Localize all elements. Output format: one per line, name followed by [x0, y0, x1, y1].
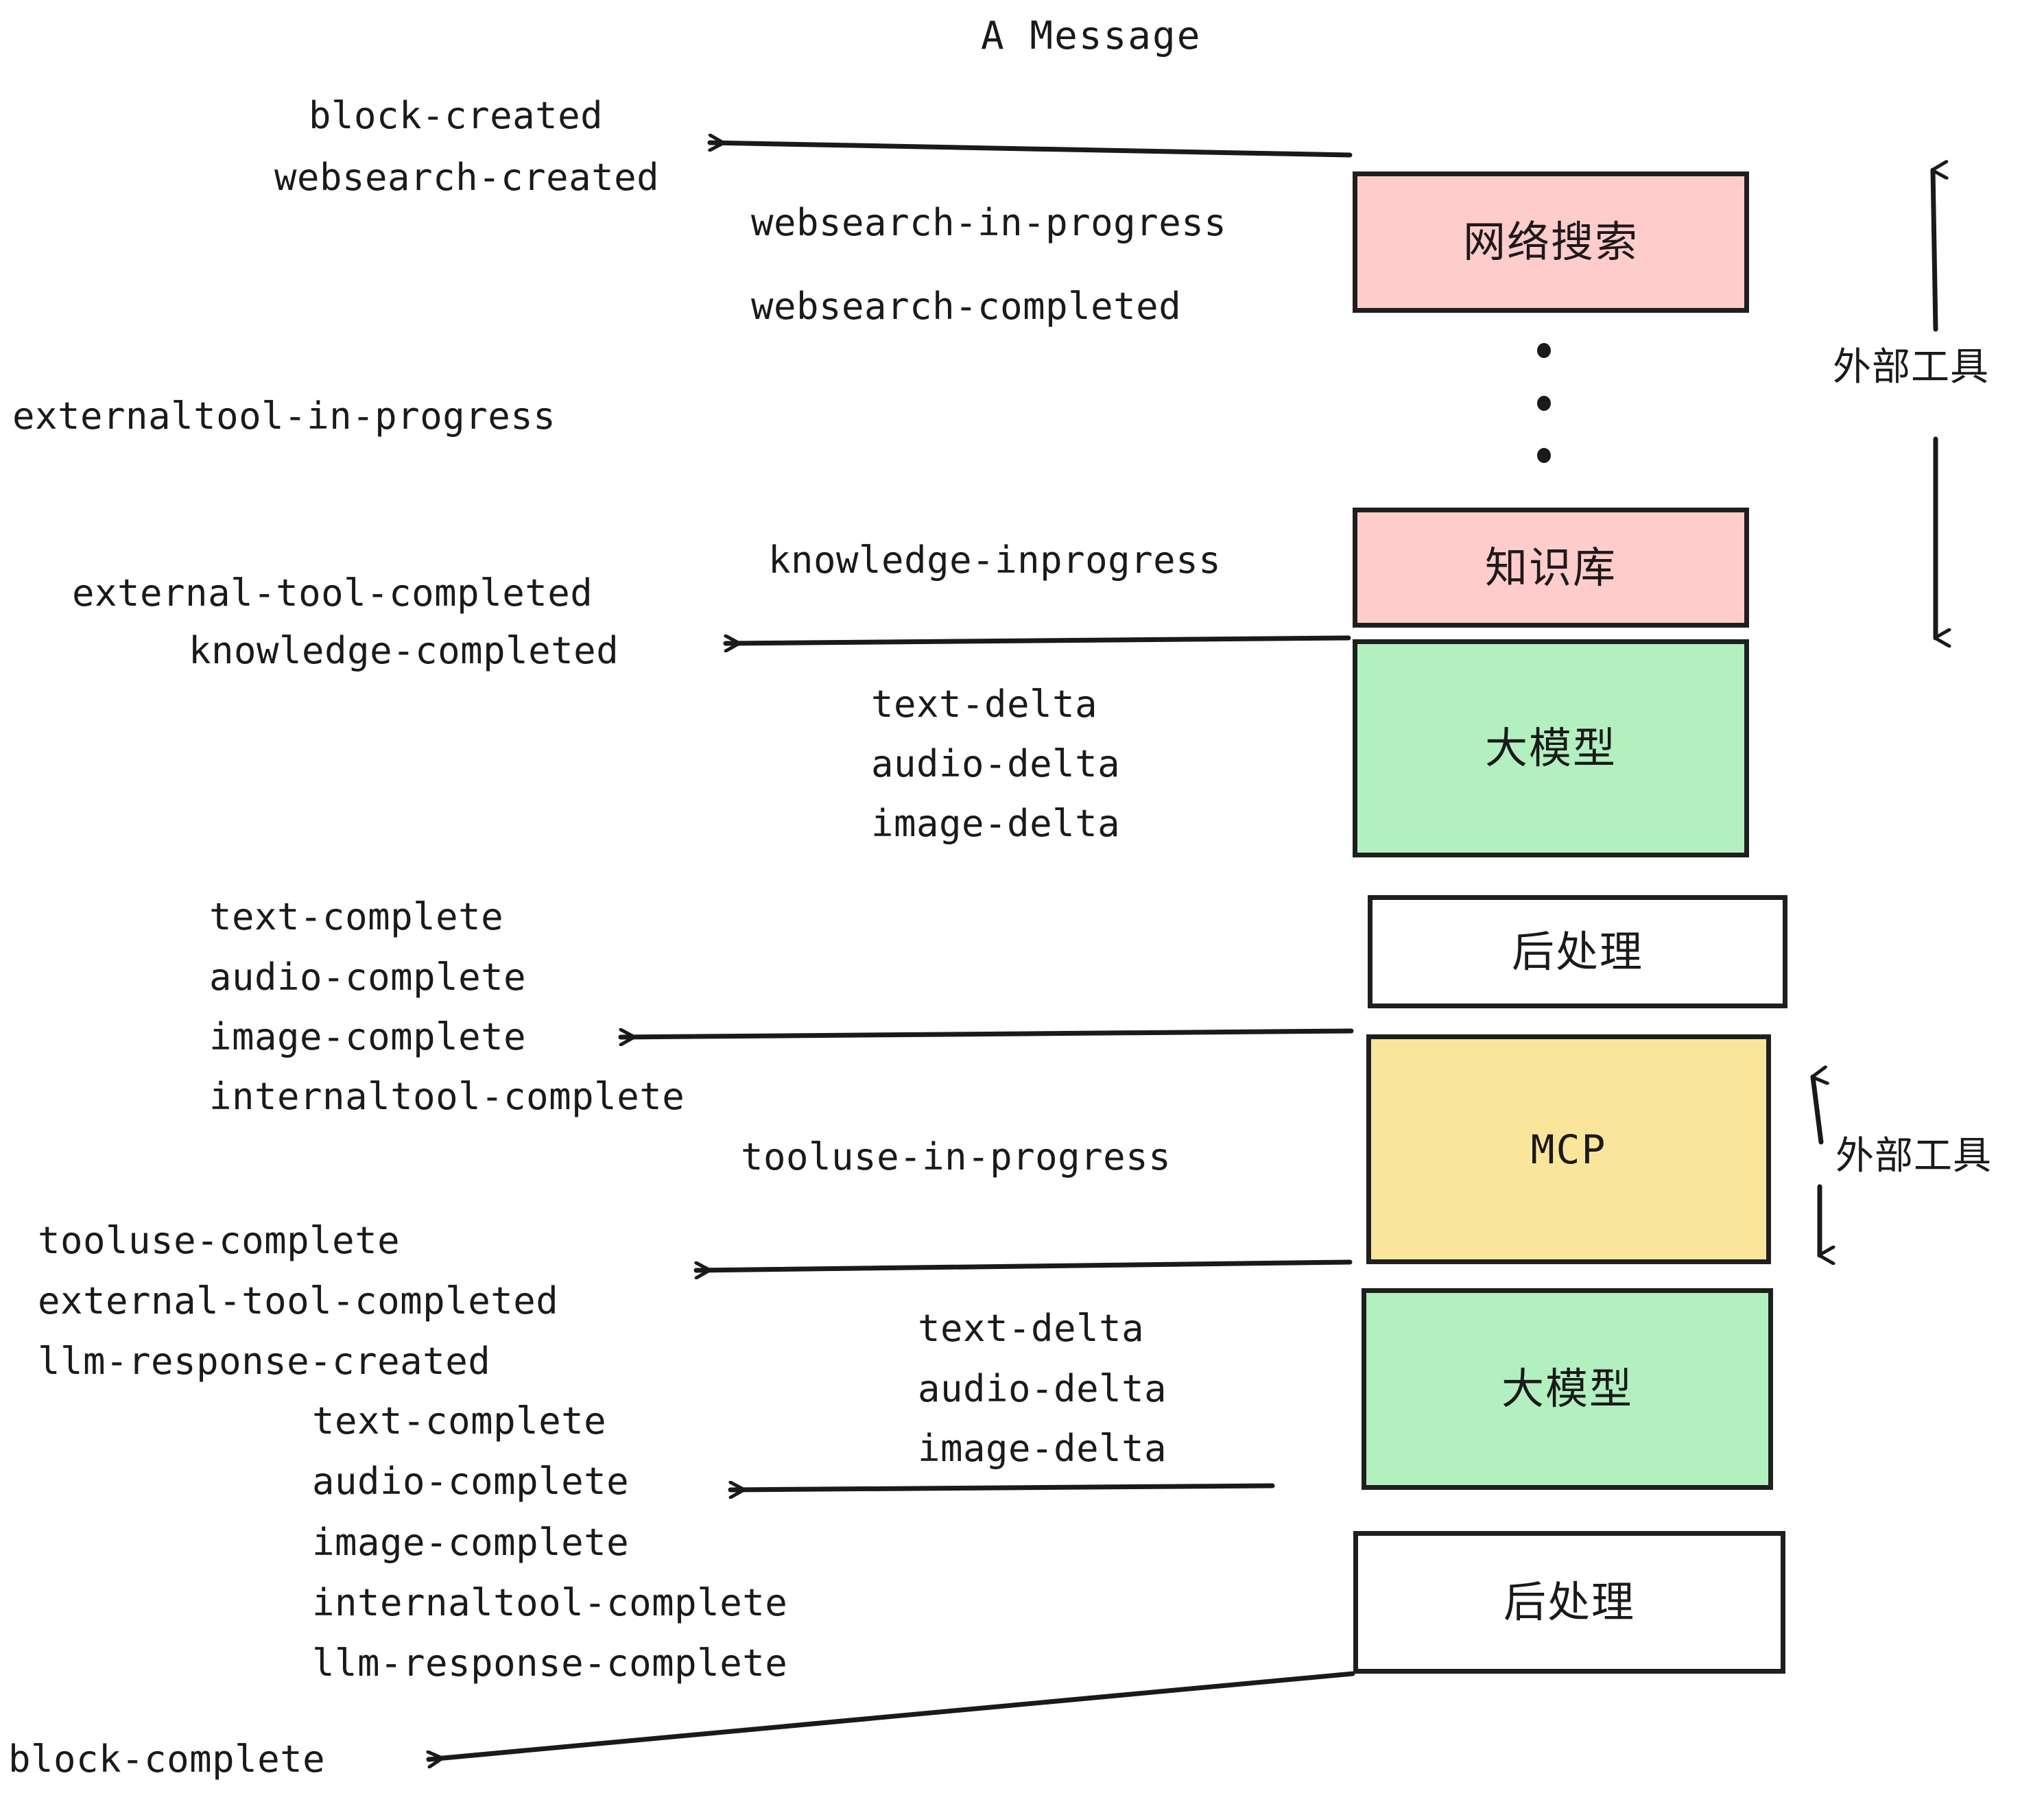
box-postprocess-2[interactable]: 后处理	[1353, 1531, 1785, 1674]
event-websearch-completed: websearch-completed	[751, 285, 1182, 328]
event-block-complete: block-complete	[8, 1737, 326, 1781]
event-text-complete-2: text-complete	[312, 1399, 607, 1443]
event-audio-delta-2: audio-delta	[918, 1367, 1167, 1410]
external-tools-arrow-bottom	[1810, 1077, 1821, 1255]
event-internaltool-complete-2: internaltool-complete	[312, 1581, 788, 1624]
box-mcp-label: MCP	[1530, 1126, 1607, 1173]
event-llm-response-complete: llm-response-complete	[312, 1641, 788, 1685]
box-llm-1-label: 大模型	[1484, 723, 1617, 773]
event-text-complete: text-complete	[209, 895, 504, 938]
event-tooluse-complete: tooluse-complete	[38, 1219, 401, 1262]
event-internaltool-complete: internaltool-complete	[209, 1075, 685, 1118]
event-externaltool-in-progress: externaltool-in-progress	[12, 394, 556, 438]
vertical-ellipsis-icon	[1536, 343, 1552, 463]
box-postprocess-2-label: 后处理	[1503, 1577, 1635, 1627]
box-knowledge[interactable]: 知识库	[1353, 508, 1749, 628]
box-knowledge-label: 知识库	[1484, 542, 1617, 593]
event-llm-response-created: llm-response-created	[38, 1340, 491, 1383]
event-image-delta: image-delta	[871, 802, 1121, 845]
event-text-delta-2: text-delta	[918, 1307, 1145, 1350]
annotation-external-tools-top: 外部工具	[1833, 345, 1989, 390]
box-llm-2[interactable]: 大模型	[1362, 1288, 1773, 1490]
arrow-mcp-to-toolusecomplete	[693, 1259, 1353, 1270]
event-websearch-in-progress: websearch-in-progress	[751, 201, 1227, 244]
arrow-postprocess1-to-imagecomplete	[618, 1031, 1354, 1037]
arrow-knowledge-to-knowledgecompleted	[723, 638, 1351, 643]
box-mcp[interactable]: MCP	[1366, 1034, 1771, 1264]
external-tools-arrow-top	[1930, 170, 1936, 638]
event-knowledge-inprogress: knowledge-inprogress	[768, 538, 1222, 582]
event-audio-delta: audio-delta	[871, 742, 1121, 785]
event-audio-complete: audio-complete	[209, 956, 527, 999]
box-llm-1[interactable]: 大模型	[1353, 639, 1749, 857]
event-external-tool-completed: external-tool-completed	[72, 571, 593, 615]
event-external-tool-completed-2: external-tool-completed	[38, 1279, 559, 1322]
event-audio-complete-2: audio-complete	[312, 1460, 630, 1503]
box-websearch-label: 网络搜索	[1462, 217, 1639, 267]
event-tooluse-in-progress: tooluse-in-progress	[741, 1135, 1172, 1178]
box-llm-2-label: 大模型	[1501, 1364, 1633, 1414]
box-postprocess-1-label: 后处理	[1511, 926, 1643, 977]
annotation-external-tools-bottom: 外部工具	[1835, 1134, 1992, 1178]
event-image-delta-2: image-delta	[918, 1427, 1167, 1470]
event-block-created: block-created	[309, 94, 604, 137]
diagram-title: A Message	[981, 14, 1202, 58]
event-image-complete: image-complete	[209, 1015, 527, 1058]
event-knowledge-completed: knowledge-completed	[189, 629, 619, 672]
arrow-websearch-to-blockcreated	[707, 143, 1353, 158]
box-websearch[interactable]: 网络搜索	[1353, 171, 1749, 313]
arrow-llm2-to-audiocomplete	[728, 1486, 1275, 1490]
event-websearch-created: websearch-created	[274, 156, 660, 199]
box-postprocess-1[interactable]: 后处理	[1368, 895, 1787, 1008]
arrow-postprocess2-to-blockcomplete	[429, 1671, 1355, 1759]
event-text-delta: text-delta	[871, 683, 1098, 726]
event-image-complete-2: image-complete	[312, 1521, 630, 1564]
